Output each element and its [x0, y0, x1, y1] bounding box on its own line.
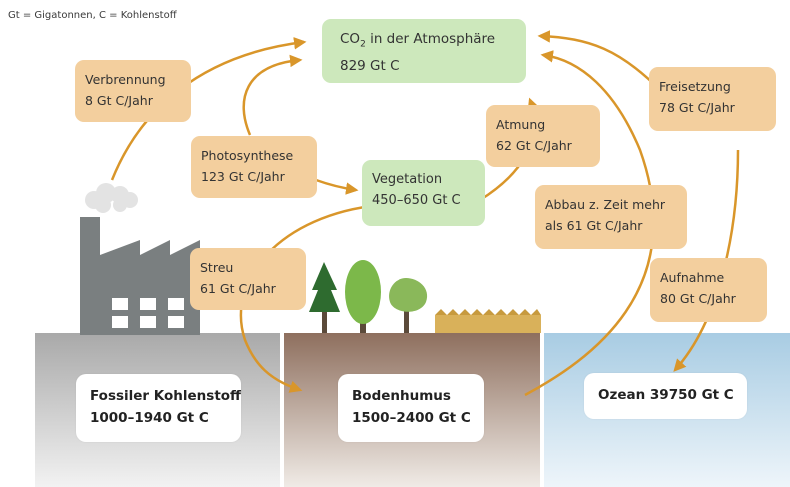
- flow-aufnahme: Aufnahme 80 Gt C/Jahr: [650, 258, 767, 322]
- legend-text: Gt = Gigatonnen, C = Kohlenstoff: [8, 10, 177, 21]
- deciduous-tree-icon: [345, 260, 381, 333]
- flow-abbau: Abbau z. Zeit mehr als 61 Gt C/Jahr: [535, 185, 687, 249]
- flow-verbrennung: Verbrennung 8 Gt C/Jahr: [75, 60, 191, 122]
- wheat-field-icon: [435, 309, 541, 333]
- arrow-freisetzung: [537, 30, 661, 91]
- vegetation-label: Vegetation: [372, 172, 443, 187]
- vegetation-box: Vegetation 450–650 Gt C: [362, 160, 485, 226]
- stock-fossil: Fossiler Kohlenstoff 1000–1940 Gt C: [76, 374, 241, 442]
- atmosphere-box: CO2 in der Atmosphäre 829 Gt C: [322, 19, 526, 83]
- smoke-icon: [85, 183, 138, 213]
- flow-streu: Streu 61 Gt C/Jahr: [190, 248, 306, 310]
- conifer-tree-icon: [309, 262, 340, 333]
- arrow-streu: [239, 203, 381, 393]
- vegetation-value: 450–650 Gt C: [372, 193, 461, 208]
- flow-photosynthese: Photosynthese 123 Gt C/Jahr: [191, 136, 317, 198]
- broadleaf-tree-icon: [389, 278, 428, 333]
- flow-atmung: Atmung 62 Gt C/Jahr: [486, 105, 600, 167]
- arrow-photosynthese-up: [242, 54, 303, 136]
- atmosphere-label: CO2 in der Atmosphäre: [340, 31, 496, 50]
- flow-freisetzung: Freisetzung 78 Gt C/Jahr: [649, 67, 776, 131]
- arrow-photosynthese-down: [315, 178, 359, 195]
- stock-bodenhumus: Bodenhumus 1500–2400 Gt C: [338, 374, 484, 442]
- atmosphere-value: 829 Gt C: [340, 57, 400, 74]
- factory-icon: [80, 217, 200, 335]
- stock-ozean: Ozean 39750 Gt C: [584, 373, 747, 419]
